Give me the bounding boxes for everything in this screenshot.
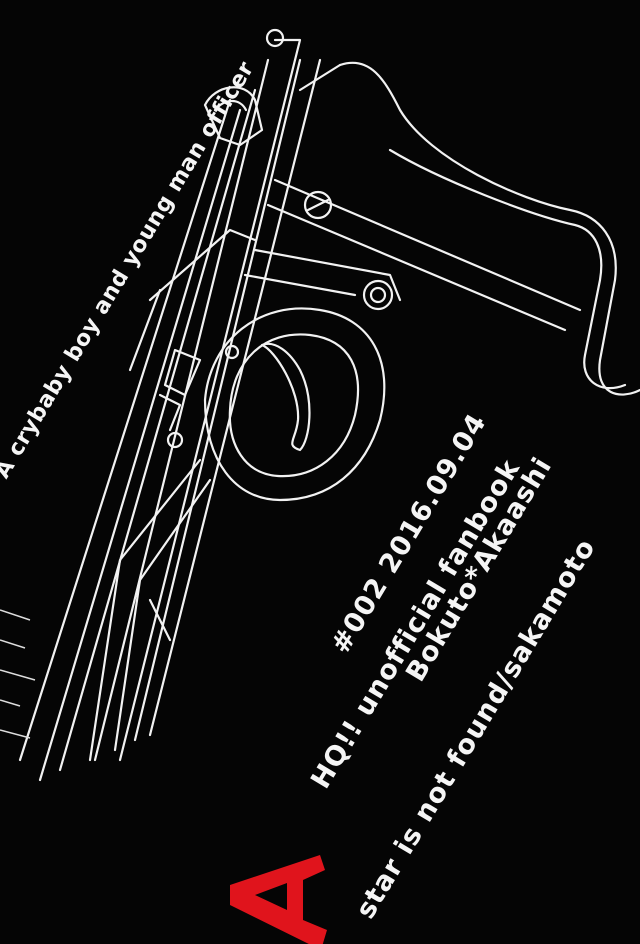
left-edge-streaks [0, 609, 36, 739]
red-letter-a [225, 850, 335, 944]
